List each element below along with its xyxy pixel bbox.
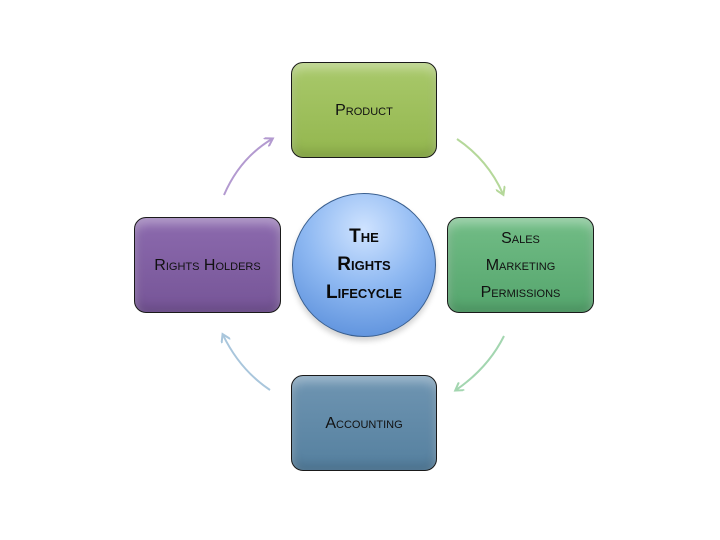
rights-holders-label: Rights Holders bbox=[154, 256, 261, 274]
product-node: Product bbox=[291, 62, 437, 158]
arrow-rights-holders-to-product bbox=[223, 139, 272, 196]
center-title-line2: Rights bbox=[337, 254, 391, 275]
sales-label: Sales bbox=[501, 229, 540, 247]
arrow-accounting-to-rights-holders bbox=[223, 335, 271, 391]
rights-holders-node: Rights Holders bbox=[134, 217, 281, 313]
product-label: Product bbox=[335, 101, 393, 119]
marketing-label: Marketing bbox=[485, 256, 556, 274]
arrow-sales-to-accounting bbox=[456, 335, 505, 390]
accounting-node: Accounting bbox=[291, 375, 437, 471]
permissions-label: Permissions bbox=[480, 283, 561, 301]
accounting-label: Accounting bbox=[325, 414, 403, 432]
sales-marketing-permissions-node: Sales Marketing Permissions bbox=[447, 217, 594, 313]
center-title-line3: Lifecycle bbox=[326, 282, 402, 303]
center-title-line1: The bbox=[349, 226, 379, 247]
center-circle: The Rights Lifecycle bbox=[292, 193, 436, 337]
arrow-product-to-sales bbox=[456, 138, 503, 194]
